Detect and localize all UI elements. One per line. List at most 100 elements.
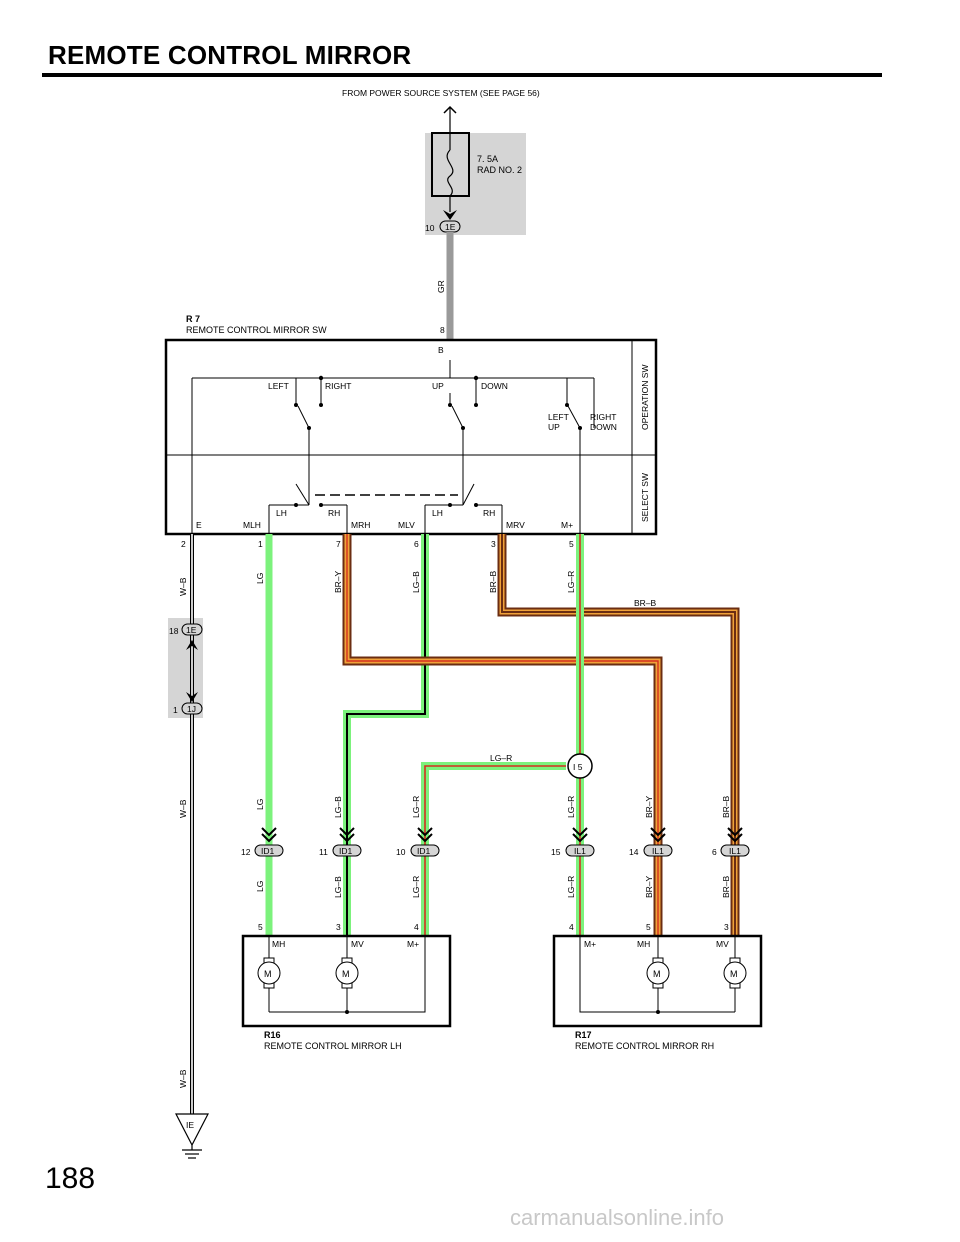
connector-1e-ground-id: 1E — [186, 625, 197, 635]
label-lgr-horizontal: LG–R — [490, 753, 512, 763]
switch-box — [164, 338, 658, 536]
fuse-shade — [425, 133, 526, 235]
label-lg-upper: LG — [255, 573, 265, 584]
label-lg-lower: LG — [255, 881, 265, 892]
label-wb-upper: W–B — [178, 577, 188, 596]
label-lgb-middle: LG–B — [333, 796, 343, 818]
mirror-rh-pin-4: 4 — [569, 922, 574, 932]
ground-symbol-icon — [182, 1145, 202, 1159]
wire-lgb — [343, 534, 429, 936]
power-arrow — [443, 105, 457, 114]
wire-bry — [342, 534, 663, 936]
label-lgb-lower: LG–B — [333, 876, 343, 898]
mirror-lh-terminal-mv: MV — [351, 939, 364, 949]
mirror-lh-name: REMOTE CONTROL MIRROR LH — [264, 1041, 402, 1051]
mirror-rh-terminal-mv: MV — [716, 939, 729, 949]
terminal-mlv: MLV — [398, 520, 415, 530]
label-bry-upper: BR–Y — [333, 570, 343, 593]
mirror-lh-internals — [257, 936, 426, 1013]
inline-connector-6-id: IL1 — [729, 846, 741, 856]
splice-i5-label: I 5 — [573, 762, 583, 772]
wire-lgr — [421, 534, 584, 936]
switch-b-pin: 8 — [440, 325, 445, 335]
inline-connector-5-pin: 14 — [629, 847, 639, 857]
label-lgr-middle-rh: LG–R — [566, 796, 576, 818]
select-switch-internals — [268, 483, 503, 534]
op-left-up-label-1: LEFT — [548, 412, 569, 422]
label-bry-middle: BR–Y — [644, 795, 654, 818]
switch-name: REMOTE CONTROL MIRROR SW — [186, 325, 327, 335]
mirror-lh-pin-4: 4 — [414, 922, 419, 932]
splice-i5 — [567, 753, 593, 779]
label-brb-upper: BR–B — [488, 570, 498, 593]
wire-gr-label: GR — [436, 280, 446, 293]
inline-connector-5: IL1 14 — [629, 844, 673, 857]
mirror-lh-terminal-mh: MH — [272, 939, 285, 949]
label-brb-horizontal: BR–B — [634, 598, 657, 608]
op-left-label: LEFT — [268, 381, 289, 391]
inline-connector-6-pin: 6 — [712, 847, 717, 857]
operation-sw-label: OPERATION SW — [640, 365, 650, 431]
pin-5: 5 — [569, 539, 574, 549]
mirror-rh-terminal-mh: MH — [637, 939, 650, 949]
label-wb-middle: W–B — [178, 799, 188, 818]
mirror-lh-motor-v: M — [342, 969, 350, 979]
label-lgr-lower-rh: LG–R — [566, 876, 576, 898]
terminal-mlh: MLH — [243, 520, 261, 530]
operation-switch-dots — [294, 375, 582, 430]
fuse-name: RAD NO. 2 — [477, 165, 522, 175]
inline-connector-chevrons — [261, 827, 743, 843]
connector-1j-pin: 1 — [173, 705, 178, 715]
switch-code: R 7 — [186, 314, 200, 324]
mirror-lh-pin-3: 3 — [336, 922, 341, 932]
inline-connector-3-id: ID1 — [417, 846, 431, 856]
page-number: 188 — [45, 1162, 96, 1195]
junction-arrow-down — [186, 692, 198, 702]
op-right-down-label-2: DOWN — [590, 422, 617, 432]
pin-6: 6 — [414, 539, 419, 549]
sel-rh2-label: RH — [483, 508, 495, 518]
mirror-rh-terminal-mplus: M+ — [584, 939, 596, 949]
connector-1e-top-id: 1E — [445, 222, 456, 232]
label-brb-lower: BR–B — [721, 875, 731, 898]
connector-arrow — [443, 210, 457, 220]
mirror-lh-pin-5: 5 — [258, 922, 263, 932]
terminal-mrh: MRH — [351, 520, 370, 530]
title-rule — [42, 73, 882, 77]
mirror-lh-code: R16 — [264, 1030, 281, 1040]
fuse-element — [446, 149, 454, 197]
op-up-label: UP — [432, 381, 444, 391]
connector-1e-ground — [181, 623, 203, 636]
mirror-rh-internals — [579, 936, 747, 1013]
sel-rh1-label: RH — [328, 508, 340, 518]
sel-lh1-label: LH — [276, 508, 287, 518]
op-right-label: RIGHT — [325, 381, 351, 391]
connector-1j-id: 1J — [187, 704, 196, 714]
terminal-e: E — [196, 520, 202, 530]
connector-1e-top-pin: 10 — [425, 223, 435, 233]
mirror-rh-name: REMOTE CONTROL MIRROR RH — [575, 1041, 714, 1051]
power-source-label: FROM POWER SOURCE SYSTEM (SEE PAGE 56) — [342, 88, 540, 98]
label-lg-middle: LG — [255, 799, 265, 810]
inline-connector-2-pin: 11 — [319, 847, 328, 857]
switch-b-label: B — [438, 345, 444, 355]
label-lgr-lower-lh: LG–R — [411, 876, 421, 898]
sel-lh2-label: LH — [432, 508, 443, 518]
ground-point — [175, 1113, 209, 1147]
label-brb-middle: BR–B — [721, 795, 731, 818]
inline-connector-1: ID1 12 — [241, 844, 284, 857]
wire-brb — [497, 534, 740, 936]
mirror-rh-pin-3: 3 — [724, 922, 729, 932]
pin-7: 7 — [336, 539, 341, 549]
label-bry-lower: BR–Y — [644, 875, 654, 898]
mirror-rh-code: R17 — [575, 1030, 592, 1040]
op-right-down-label-1: RIGHT — [590, 412, 616, 422]
inline-connector-3-pin: 10 — [396, 847, 406, 857]
select-switch-dots — [294, 503, 478, 507]
connector-1j — [181, 702, 203, 715]
pin-3: 3 — [491, 539, 496, 549]
inline-connector-2: ID1 11 — [319, 844, 362, 857]
label-lgr-upper: LG–R — [566, 571, 576, 593]
mirror-rh-motor-v: M — [730, 969, 738, 979]
terminal-mplus: M+ — [561, 520, 573, 530]
